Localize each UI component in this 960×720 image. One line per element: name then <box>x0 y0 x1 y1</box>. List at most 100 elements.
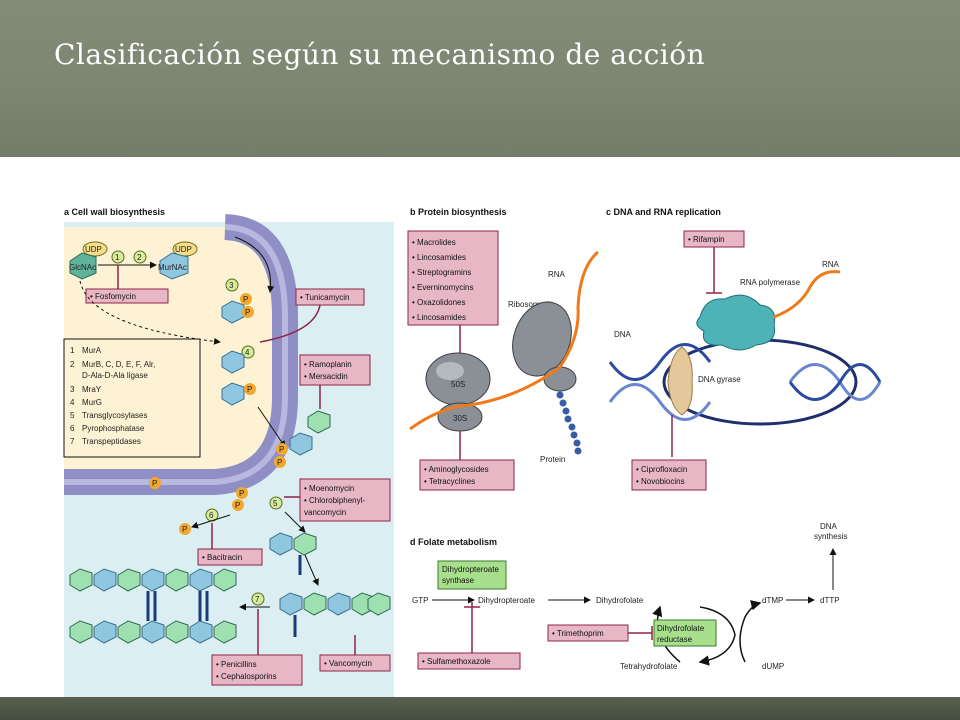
sulfamethoxazole-label: • Sulfamethoxazole <box>422 657 491 666</box>
panel-b: b Protein biosynthesis • Macrolides • Li… <box>407 207 600 491</box>
svg-text:1: 1 <box>70 346 75 355</box>
dhps-box <box>437 560 507 590</box>
step-4: 4 <box>245 348 250 357</box>
enzyme-legend <box>63 338 201 458</box>
enzyme-7: Transpeptidases <box>82 437 141 446</box>
phosphate-3: P <box>247 385 252 394</box>
protein-chain <box>556 391 582 455</box>
mersacidin-label: • Mersacidin <box>304 372 348 381</box>
panel-a-heading: a Cell wall biosynthesis <box>64 207 165 217</box>
bacitracin-label: • Bacitracin <box>202 553 242 562</box>
protein-label: Protein <box>540 455 565 464</box>
svg-text:2: 2 <box>70 360 75 369</box>
mrna-strand-b <box>409 250 600 431</box>
penicillins-label: • Penicillins <box>216 660 257 669</box>
phosphate-6: P <box>152 479 157 488</box>
tetracyclines-label: • Tetracyclines <box>424 477 475 486</box>
bacitracin-box <box>197 548 263 566</box>
step-6: 6 <box>209 511 214 520</box>
rna-polymerase-shape <box>696 294 776 351</box>
moenomycin-label: • Moenomycin <box>304 484 354 493</box>
dttp-label: dTTP <box>820 596 840 605</box>
vancomycin-label: • Vancomycin <box>324 659 372 668</box>
enzyme-4: MurG <box>82 398 102 407</box>
glcnac-hexagon <box>69 252 97 280</box>
step-5: 5 <box>273 499 278 508</box>
dihydropteroate-label: Dihydropteroate <box>478 596 535 605</box>
trimethoprim-label: • Trimethoprim <box>552 629 604 638</box>
dna-label: DNA <box>614 330 632 339</box>
ribosome-50s-right <box>512 301 572 377</box>
phosphate-2: P <box>245 308 250 317</box>
lincosamides-2-label: • Lincosamides <box>412 313 466 322</box>
dna-synthesis-label-2: synthesis <box>814 532 847 541</box>
novobiocins-label: • Novobiocins <box>636 477 685 486</box>
rna-label-b: RNA <box>548 270 566 279</box>
phosphate-1: P <box>243 295 248 304</box>
panel-b-heading: b Protein biosynthesis <box>410 207 507 217</box>
ramoplanin-box <box>299 354 371 386</box>
30s-label: 30S <box>453 414 467 423</box>
enzyme-5: Transglycosylases <box>82 411 148 420</box>
cephalosporins-label: • Cephalosporins <box>216 672 277 681</box>
tunicamycin-label: • Tunicamycin <box>300 293 349 302</box>
everninomycins-label: • Everninomycins <box>412 283 474 292</box>
ciprofloxacin-label: • Ciprofloxacin <box>636 465 687 474</box>
streptogramins-label: • Streptogramins <box>412 268 471 277</box>
phosphate-7: P <box>182 525 187 534</box>
protein-drugs-box <box>407 230 499 326</box>
murnac-hexagon <box>159 252 189 280</box>
udp-label-2: UDP <box>175 245 192 254</box>
oxazolidones-label: • Oxazolidones <box>412 298 466 307</box>
dhfr-label-1: Dihydrofolate <box>657 624 705 633</box>
dtmp-label: dTMP <box>762 596 783 605</box>
ribosome-50s-left <box>425 352 491 406</box>
panel-c: c DNA and RNA replication • Rifampin RNA… <box>606 207 882 491</box>
step-1: 1 <box>115 253 120 262</box>
macrolides-label: • Macrolides <box>412 238 456 247</box>
tunicamycin-box <box>295 288 365 306</box>
step-7: 7 <box>255 595 260 604</box>
panel-d-heading: d Folate metabolism <box>410 537 497 547</box>
peptidoglycan-chains <box>69 511 391 644</box>
enzyme-2b: D-Ala-D-Ala ligase <box>82 371 148 380</box>
figure-svg: a Cell wall biosynthesis UDP GlcNAc UDP … <box>63 207 882 697</box>
step-3: 3 <box>229 281 234 290</box>
phosphate-5: P <box>277 458 282 467</box>
dhfr-label-2: reductase <box>657 635 693 644</box>
dna-gyrase-shape <box>667 346 693 416</box>
antibiotic-mechanism-figure: a Cell wall biosynthesis UDP GlcNAc UDP … <box>0 157 960 697</box>
dna-gyrase-label: DNA gyrase <box>698 375 741 384</box>
enzyme-6: Pyrophosphatase <box>82 424 145 433</box>
rna-polymerase-label: RNA polymerase <box>740 278 801 287</box>
footer-band <box>0 697 960 720</box>
ribosome-label: Ribosome <box>508 300 545 309</box>
gtp-label: GTP <box>412 596 428 605</box>
udp-bubble-1 <box>82 241 108 257</box>
vancomycin-suffix-label: vancomycin <box>304 508 346 517</box>
dhps-label-1: Dihydropteroate <box>442 565 499 574</box>
rna-strand-c <box>773 270 841 319</box>
50s-label: 50S <box>451 380 465 389</box>
lincosamides-label: • Lincosamides <box>412 253 466 262</box>
dihydrofolate-label: Dihydrofolate <box>596 596 644 605</box>
murnac-label: MurNAc <box>158 263 187 272</box>
panel-a: a Cell wall biosynthesis UDP GlcNAc UDP … <box>63 207 394 697</box>
chlorobiphenyl-label: • Chlorobiphenyl- <box>304 496 365 505</box>
ramoplanin-label: • Ramoplanin <box>304 360 352 369</box>
glcnac-label: GlcNAc <box>69 263 96 272</box>
svg-text:4: 4 <box>70 398 75 407</box>
fosfomycin-label: • Fosfomycin <box>90 292 136 301</box>
dna-synthesis-label-1: DNA <box>820 522 838 531</box>
enzyme-3: MraY <box>82 385 102 394</box>
fosfomycin-box <box>85 288 169 304</box>
step-2: 2 <box>137 253 142 262</box>
aminoglycosides-label: • Aminoglycosides <box>424 465 489 474</box>
enzyme-2: MurB, C, D, E, F, Alr, <box>82 360 155 369</box>
sulfamethoxazole-box <box>417 652 521 670</box>
phosphate-9: P <box>239 489 244 498</box>
rifampin-label: • Rifampin <box>688 235 725 244</box>
header-band <box>0 0 960 160</box>
